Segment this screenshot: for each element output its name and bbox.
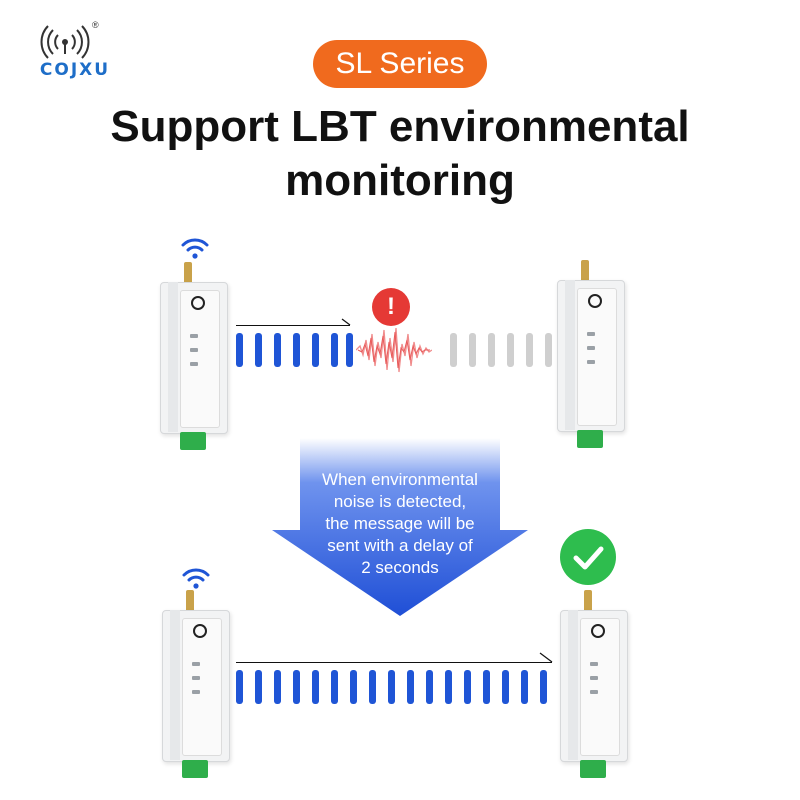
wifi-icon xyxy=(182,568,210,589)
transmitter-device xyxy=(160,262,228,452)
arrow-head-icon xyxy=(539,652,553,663)
alert-icon: ! xyxy=(372,288,410,326)
antenna xyxy=(581,260,589,282)
signal-bar xyxy=(350,670,357,704)
signal-bar xyxy=(388,670,395,704)
signal-bar xyxy=(521,670,528,704)
device-logo-icon xyxy=(588,294,602,308)
transmit-arrow-line xyxy=(236,662,552,663)
device-logo-icon xyxy=(191,296,205,310)
terminal-block xyxy=(182,760,208,778)
signal-bar xyxy=(293,670,300,704)
signal-bar xyxy=(426,670,433,704)
signal-bar xyxy=(312,670,319,704)
terminal-block xyxy=(580,760,606,778)
check-icon xyxy=(560,529,616,585)
lbt-notice-text: When environmental noise is detected, th… xyxy=(322,470,478,577)
terminal-block xyxy=(577,430,603,448)
transmitter-device xyxy=(162,590,230,780)
noise-waveform-icon xyxy=(356,327,432,373)
wifi-icon xyxy=(181,238,209,259)
signal-bar xyxy=(502,670,509,704)
antenna xyxy=(186,590,194,612)
blocked-signal-bar xyxy=(488,333,495,367)
down-arrow-icon xyxy=(272,438,528,616)
signal-bar xyxy=(274,333,281,367)
title-line-1: Support LBT environmental xyxy=(110,102,690,151)
signal-bar xyxy=(274,670,281,704)
blocked-signal-bar xyxy=(545,333,552,367)
receiver-device xyxy=(557,260,625,450)
signal-bar xyxy=(255,670,262,704)
signal-bar xyxy=(236,333,243,367)
brand-name: COJXU xyxy=(39,60,111,80)
signal-bar xyxy=(236,670,243,704)
signal-bar xyxy=(331,333,338,367)
signal-bar xyxy=(369,670,376,704)
signal-bar xyxy=(346,333,353,367)
signal-bar xyxy=(483,670,490,704)
signal-bar xyxy=(293,333,300,367)
device-logo-icon xyxy=(591,624,605,638)
signal-bar xyxy=(312,333,319,367)
title-line-2: monitoring xyxy=(285,156,515,205)
blocked-signal-bar xyxy=(450,333,457,367)
signal-bar xyxy=(464,670,471,704)
wifi-signal-icon xyxy=(40,25,90,59)
blocked-signal-bar xyxy=(526,333,533,367)
signal-bar xyxy=(540,670,547,704)
device-logo-icon xyxy=(193,624,207,638)
blocked-signal-bar xyxy=(469,333,476,367)
registered-mark: ® xyxy=(92,20,99,30)
signal-bar xyxy=(445,670,452,704)
brand-logo: ® COJXU xyxy=(20,18,130,88)
signal-bar xyxy=(255,333,262,367)
signal-bar xyxy=(331,670,338,704)
page-title: Support LBT environmental monitoring xyxy=(40,100,760,208)
blocked-signal-bar xyxy=(507,333,514,367)
signal-bar xyxy=(407,670,414,704)
antenna xyxy=(584,590,592,612)
series-badge: SL Series xyxy=(313,40,487,88)
antenna xyxy=(184,262,192,284)
terminal-block xyxy=(180,432,206,450)
transmit-arrow-line xyxy=(236,325,350,326)
arrow-head-icon xyxy=(341,318,351,326)
receiver-device xyxy=(560,590,628,780)
